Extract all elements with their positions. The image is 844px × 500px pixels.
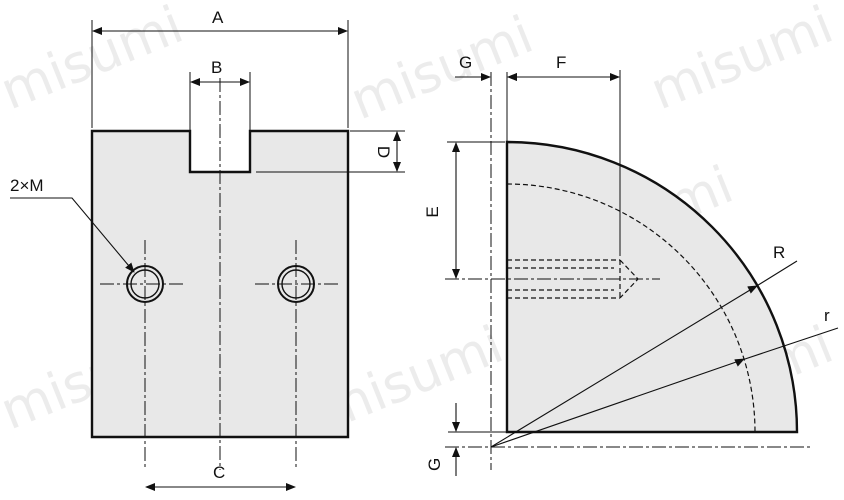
leader-r-inner: r	[490, 306, 839, 448]
leader-2xm: 2×M	[10, 176, 135, 273]
tapped-hole-left	[100, 240, 186, 470]
dimension-b: B	[189, 58, 251, 130]
side-view: G F E R r G	[423, 53, 839, 476]
front-block-outline	[90, 129, 350, 439]
front-view: A B D C 2×M	[10, 8, 405, 491]
watermark-text: misumi	[0, 0, 191, 122]
dimension-c: C	[145, 463, 296, 491]
dimension-f: F	[507, 53, 621, 256]
hidden-arc-r	[506, 183, 756, 433]
hidden-tapped-hole	[507, 259, 639, 299]
dim-label-r-inner: r	[824, 306, 830, 325]
dim-label-d: D	[374, 146, 393, 158]
dim-label-f: F	[556, 53, 566, 72]
watermark-text: misumi	[642, 0, 841, 122]
dim-label-g-top: G	[459, 53, 472, 72]
dimension-a: A	[91, 8, 349, 128]
dimension-d: D	[256, 130, 405, 173]
dim-label-b: B	[211, 58, 222, 77]
dim-label-r-outer: R	[773, 243, 785, 262]
dim-label-e: E	[423, 206, 442, 217]
dim-label-m: 2×M	[10, 176, 44, 195]
leader-r-outer: R	[490, 243, 798, 448]
dim-label-g-bottom: G	[425, 458, 444, 471]
tapped-hole-right	[255, 240, 340, 470]
side-quarter-outline	[505, 140, 799, 434]
dimension-g-bottom: G	[425, 403, 506, 476]
watermark-text: misumi	[342, 5, 541, 132]
dimension-e: E	[423, 141, 505, 279]
dim-label-c: C	[213, 463, 225, 482]
dim-label-a: A	[212, 8, 224, 27]
